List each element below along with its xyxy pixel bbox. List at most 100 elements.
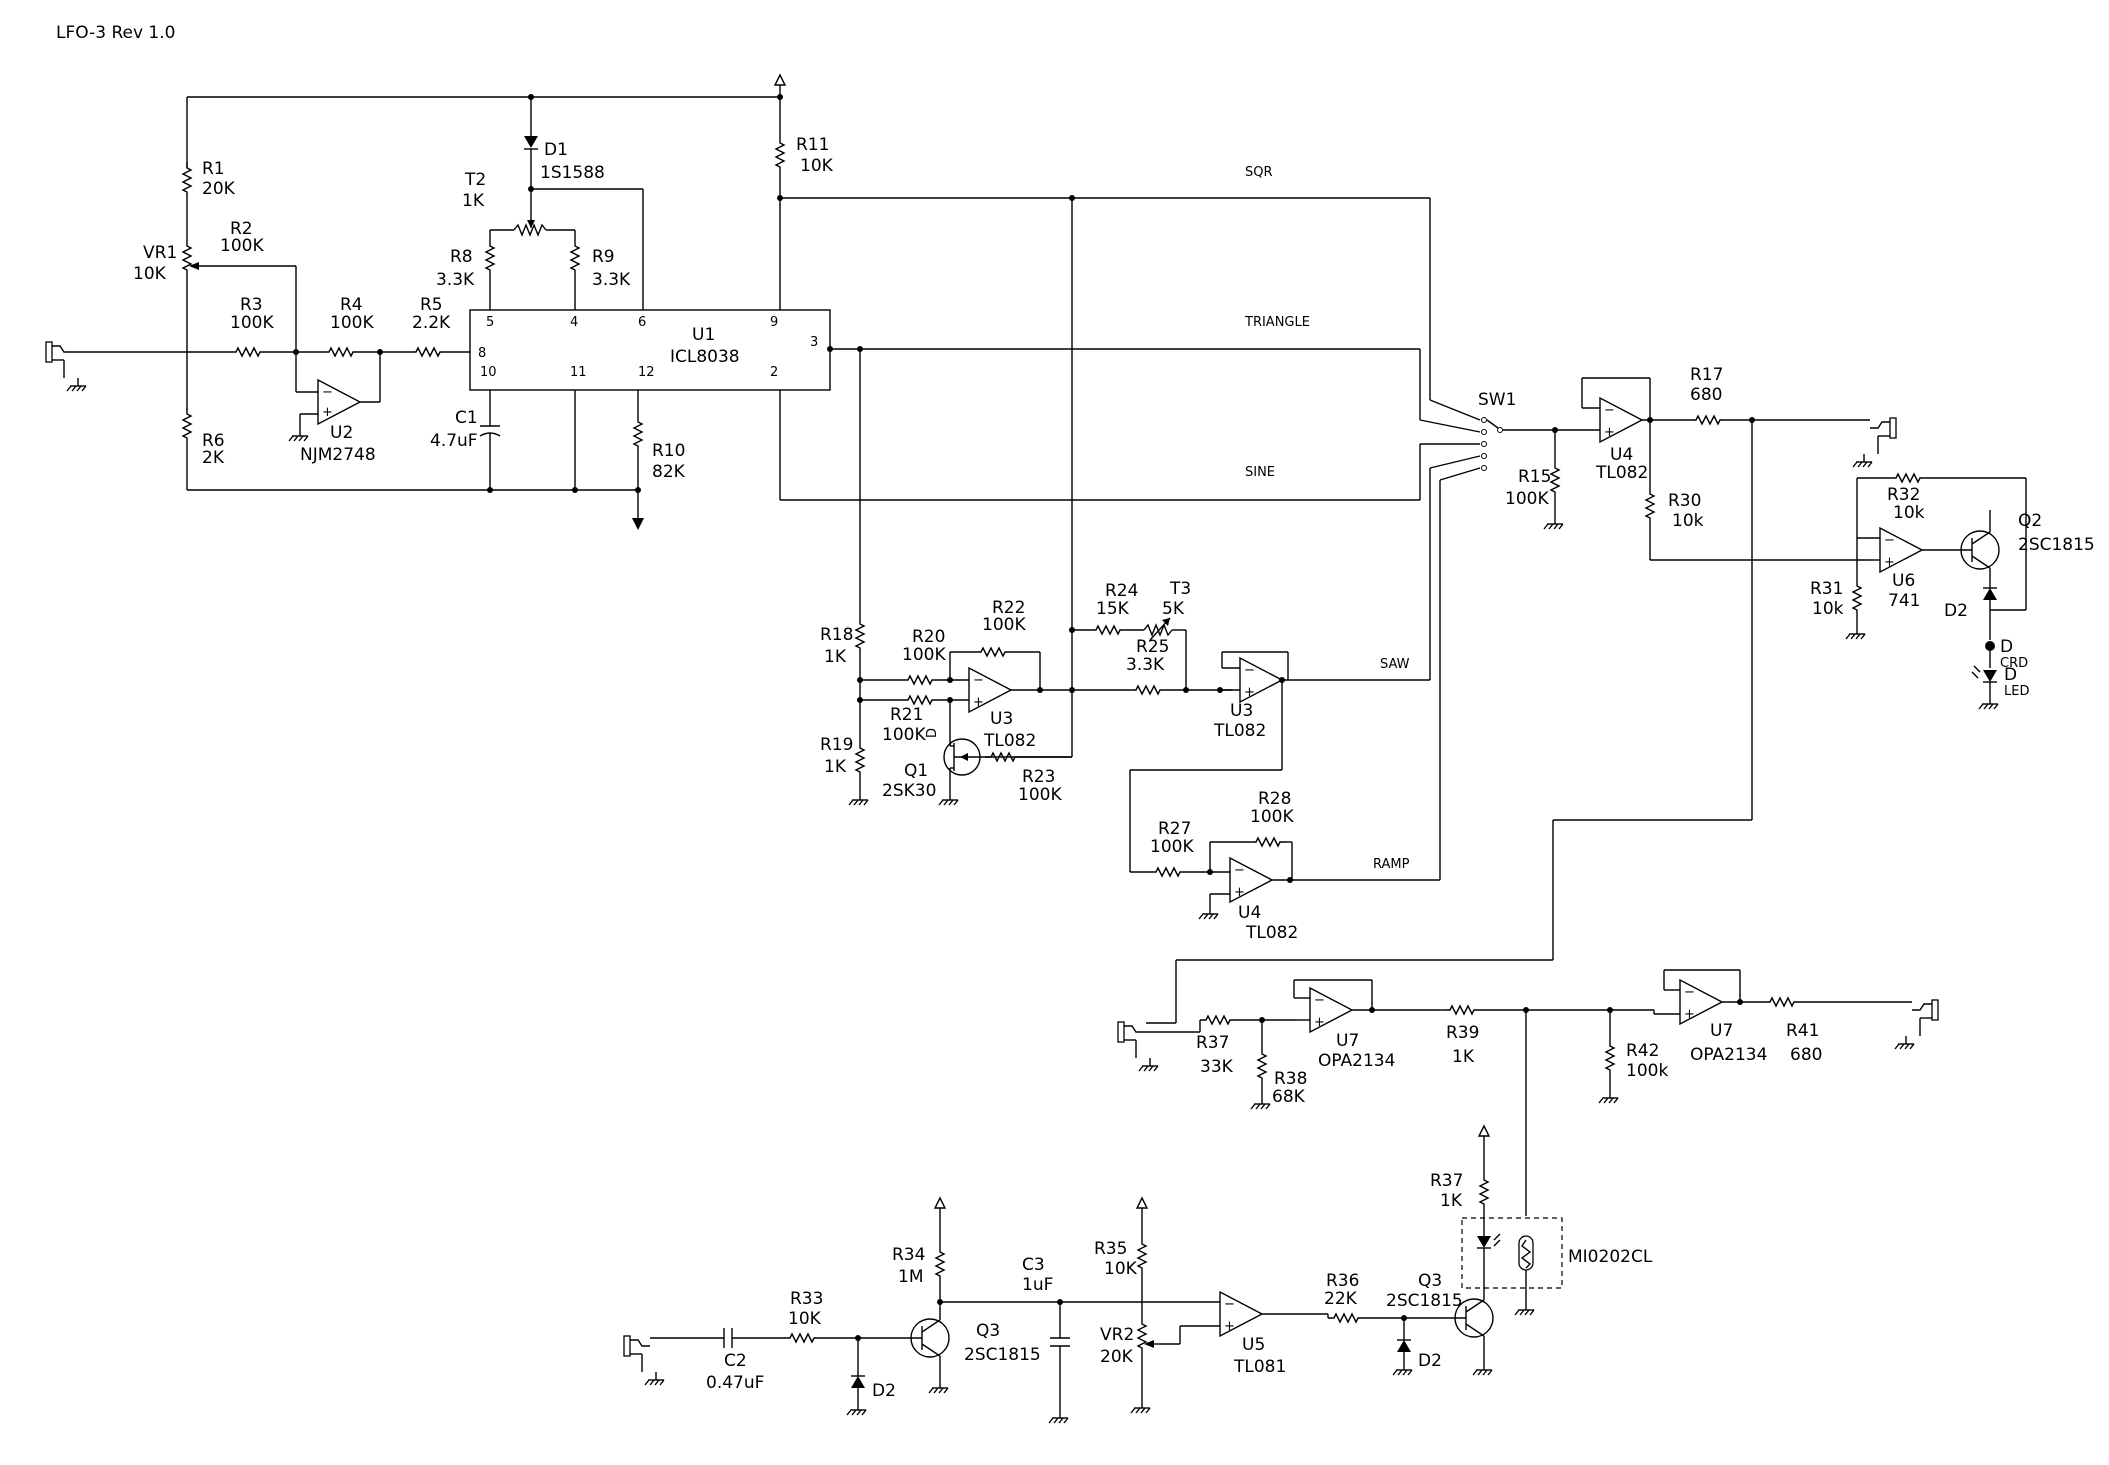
svg-text:1M: 1M [898,1267,923,1287]
r5-resistor: R5 2.2K [409,295,451,357]
r18-resistor: R18 1K [820,349,865,667]
r11-resistor: R11 10K [775,97,834,310]
input-jack-1[interactable] [45,341,87,392]
svg-text:1K: 1K [824,757,847,777]
svg-text:R3: R3 [240,295,263,315]
svg-text:U4: U4 [1610,445,1633,465]
svg-text:T3: T3 [1169,579,1191,599]
svg-text:R33: R33 [790,1289,823,1309]
svg-text:9: 9 [770,315,778,330]
svg-text:VR2: VR2 [1100,1325,1134,1345]
svg-text:68K: 68K [1272,1087,1306,1107]
r20-resistor: R20 100K [860,627,969,685]
svg-text:−: − [1224,1297,1235,1312]
svg-text:U2: U2 [330,423,353,443]
c3-capacitor: C3 1uF [1022,1255,1070,1424]
r24-resistor: R24 15K [1069,581,1144,635]
r9-resistor: R9 3.3K [570,239,631,290]
svg-text:OPA2134: OPA2134 [1690,1045,1767,1065]
svg-text:+: + [1244,685,1255,700]
svg-text:3.3K: 3.3K [1126,655,1165,675]
r36-resistor: R36 22K [1324,1271,1466,1323]
svg-text:D1: D1 [544,140,568,160]
svg-text:100K: 100K [982,615,1026,635]
vr1-potentiometer: VR1 10K [133,239,199,284]
svg-text:R11: R11 [796,135,829,155]
svg-text:R15: R15 [1518,467,1551,487]
svg-text:2SC1815: 2SC1815 [2018,535,2095,555]
q1-jfet: D Q1 2SK30 [882,700,985,806]
output-jack-1[interactable] [1852,417,1897,468]
svg-text:2.2K: 2.2K [412,313,451,333]
r28-resistor: R28 100K [1209,789,1294,880]
svg-text:1K: 1K [462,191,485,211]
svg-text:−: − [1234,863,1245,878]
svg-text:2K: 2K [202,448,225,468]
r10-resistor: R10 82K [632,390,686,530]
svg-text:R10: R10 [652,441,685,461]
d1-diode: D1 1S1588 [524,97,605,228]
r6-resistor: R6 2K [182,407,225,468]
svg-text:CRD: CRD [2000,656,2028,671]
svg-text:2SC1815: 2SC1815 [964,1345,1041,1365]
svg-text:R4: R4 [340,295,363,315]
svg-text:SAW: SAW [1380,657,1410,672]
svg-text:R39: R39 [1446,1023,1479,1043]
svg-text:R24: R24 [1105,581,1138,601]
output-jack-2[interactable] [1894,999,1939,1050]
r31-resistor: R31 10k [1810,579,1866,640]
r33-resistor: R33 10K [783,1289,858,1343]
input-jack-3[interactable] [623,1335,665,1386]
svg-text:TL082: TL082 [1213,721,1266,741]
svg-text:+: + [322,405,333,420]
svg-text:1K: 1K [824,647,847,667]
r25-resistor: R25 3.3K [1126,637,1232,695]
svg-text:10k: 10k [1672,511,1704,531]
svg-text:−: − [1684,985,1695,1000]
r41-resistor: R41 680 [1763,997,1912,1065]
net-triangle: TRIANGLE [830,315,1481,433]
svg-text:R6: R6 [202,431,225,451]
supply-rails [186,74,786,491]
svg-text:10K: 10K [788,1309,822,1329]
svg-text:Q2: Q2 [2018,511,2042,531]
net-sqr: SQR [780,165,1481,421]
svg-text:Q1: Q1 [904,761,928,781]
svg-text:U7: U7 [1336,1031,1359,1051]
r15-resistor: R15 100K [1505,430,1564,530]
svg-text:33K: 33K [1200,1057,1234,1077]
r35-resistor: R35 10K [1094,1197,1148,1318]
r21-resistor: R21 100K [860,695,969,745]
svg-text:−: − [1884,533,1895,548]
svg-text:D2: D2 [1418,1351,1442,1371]
svg-text:10k: 10k [1893,503,1925,523]
svg-text:TL082: TL082 [1245,923,1298,943]
crd-diode: D CRD [1985,637,2028,671]
svg-text:100K: 100K [1150,837,1194,857]
svg-text:OPA2134: OPA2134 [1318,1051,1395,1071]
svg-text:2: 2 [770,365,778,380]
svg-text:U1: U1 [692,325,715,345]
svg-text:3.3K: 3.3K [436,270,475,290]
c1-capacitor: C1 4.7uF [430,390,501,490]
svg-text:R17: R17 [1690,365,1723,385]
t2-trimmer: T2 1K [462,170,575,237]
r19-resistor: R19 1K [820,735,869,806]
q3-transistor-b: Q3 2SC1815 [910,1312,1041,1394]
input-jack-2[interactable] [1117,1021,1159,1072]
svg-text:TRIANGLE: TRIANGLE [1244,315,1310,330]
r2-resistor: R2 100K [220,219,264,256]
svg-text:20K: 20K [1100,1347,1134,1367]
r4-resistor: R4 100K [322,295,374,357]
svg-text:10k: 10k [1812,599,1844,619]
svg-text:U7: U7 [1710,1021,1733,1041]
svg-text:R18: R18 [820,625,853,645]
svg-text:−: − [322,385,333,400]
svg-text:+: + [973,695,984,710]
r32-resistor: R32 10k [1857,473,2026,523]
svg-text:100K: 100K [1505,489,1549,509]
u3-opamp-a: − + U3 TL082 [968,666,1130,751]
u7-opamp-a: − + U7 OPA2134 [1293,979,1440,1071]
sw1-switch[interactable]: SW1 [1478,390,1555,471]
